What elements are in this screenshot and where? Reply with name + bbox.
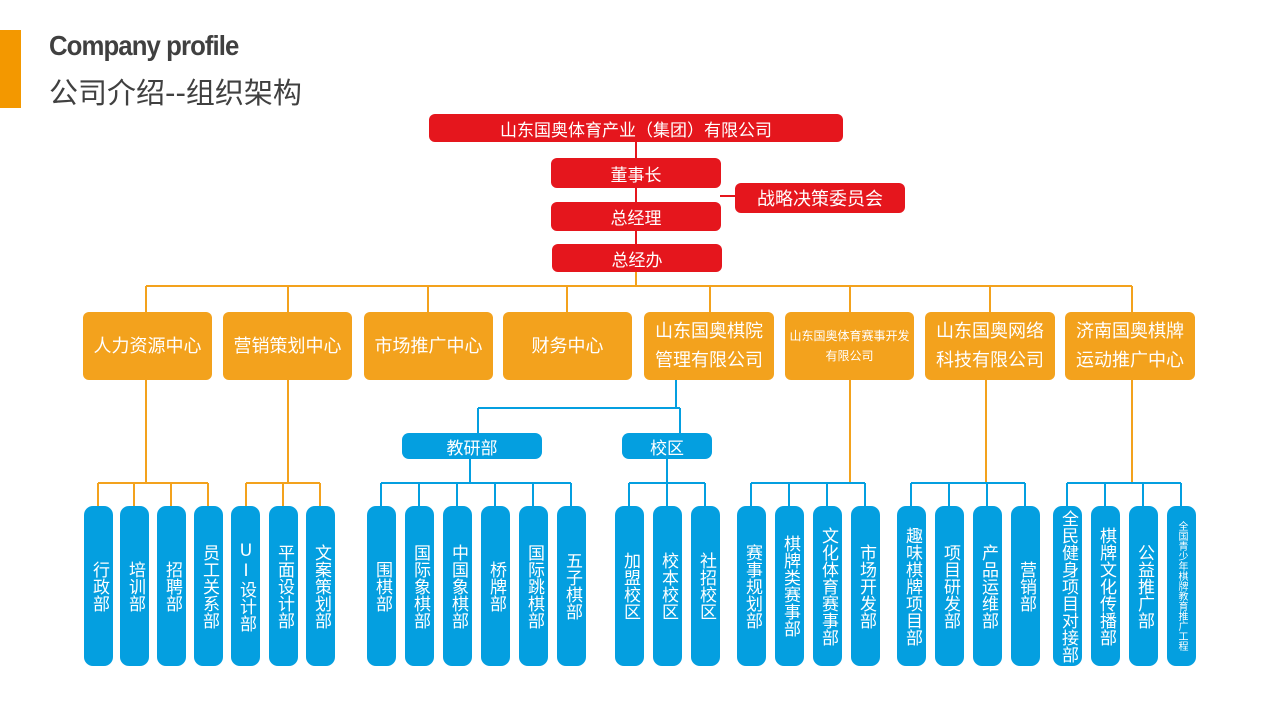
dept-project-rd: 项目研发部	[935, 506, 964, 666]
dept-admin: 行政部	[84, 506, 113, 666]
center-sports-events: 山东国奥体育赛事开发有限公司	[785, 312, 914, 380]
dept-market-development: 市场开发部	[851, 506, 880, 666]
dept-chess: 国际象棋部	[405, 506, 434, 666]
center-finance: 财务中心	[503, 312, 632, 380]
center-chess-institute: 山东国奥棋院管理有限公司	[644, 312, 774, 380]
dept-draughts: 国际跳棋部	[519, 506, 548, 666]
dept-fitness-projects: 全民健身项目对接部	[1053, 506, 1082, 666]
accent-bar	[0, 30, 21, 108]
dept-main-campus: 校本校区	[653, 506, 682, 666]
center-marketing-planning: 营销策划中心	[223, 312, 352, 380]
dept-chess-events: 棋牌类赛事部	[775, 506, 804, 666]
dept-employee-relations: 员工关系部	[194, 506, 223, 666]
dept-copywriting: 文案策划部	[306, 506, 335, 666]
dept-bridge: 桥牌部	[481, 506, 510, 666]
org-gm-office: 总经办	[552, 244, 722, 272]
dept-chess-culture: 棋牌文化传播部	[1091, 506, 1120, 666]
dept-gomoku: 五子棋部	[557, 506, 586, 666]
dept-ui-design: UI设计部	[231, 506, 260, 666]
center-network-tech: 山东国奥网络科技有限公司	[925, 312, 1055, 380]
dept-product-ops: 产品运维部	[973, 506, 1002, 666]
dept-graphic-design: 平面设计部	[269, 506, 298, 666]
dept-marketing: 营销部	[1011, 506, 1040, 666]
dept-recruitment: 招聘部	[157, 506, 186, 666]
org-committee: 战略决策委员会	[735, 183, 905, 213]
center-market-promotion: 市场推广中心	[364, 312, 493, 380]
unit-campus: 校区	[622, 433, 712, 459]
dept-franchise-campus: 加盟校区	[615, 506, 644, 666]
center-hr: 人力资源中心	[83, 312, 212, 380]
dept-public-welfare: 公益推广部	[1129, 506, 1158, 666]
page-title-en: Company profile	[49, 30, 239, 61]
dept-training: 培训部	[120, 506, 149, 666]
dept-youth-chess-education: 全国青少年棋牌教育推广工程	[1167, 506, 1196, 666]
org-general-manager: 总经理	[551, 202, 721, 231]
dept-xiangqi: 中国象棋部	[443, 506, 472, 666]
org-chairman: 董事长	[551, 158, 721, 188]
dept-social-campus: 社招校区	[691, 506, 720, 666]
dept-fun-chess-projects: 趣味棋牌项目部	[897, 506, 926, 666]
center-jinan-chess: 济南国奥棋牌运动推广中心	[1065, 312, 1195, 380]
dept-culture-sports-events: 文化体育赛事部	[813, 506, 842, 666]
org-top-company: 山东国奥体育产业（集团）有限公司	[429, 114, 843, 142]
dept-event-planning: 赛事规划部	[737, 506, 766, 666]
page-title-cn: 公司介绍--组织架构	[49, 76, 302, 110]
unit-teaching-research: 教研部	[402, 433, 542, 459]
dept-go: 围棋部	[367, 506, 396, 666]
